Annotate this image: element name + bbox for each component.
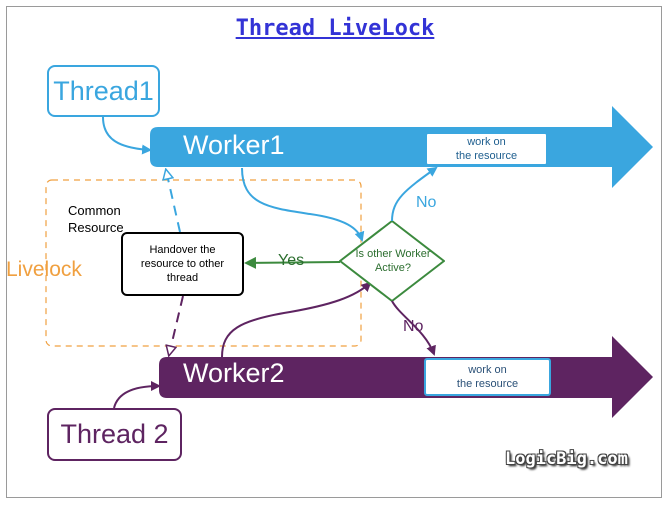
work2-node: work on the resource: [424, 358, 551, 396]
work2-line2: the resource: [456, 378, 519, 390]
handover-line2: resource to other: [140, 258, 225, 270]
worker2-arrow: [159, 336, 653, 418]
worker1-label: Worker1: [183, 130, 285, 160]
work1-node: work on the resource: [425, 132, 548, 166]
worker2-to-decision-connector: [221, 281, 372, 358]
worker1-arrow: [150, 106, 653, 188]
decision-line1: Is other Worker: [355, 248, 431, 260]
work1-line2: the resource: [455, 150, 518, 162]
no-top-connector: [391, 166, 438, 222]
thread2-node: Thread 2: [47, 408, 182, 461]
livelock-label: Livelock: [6, 258, 82, 281]
thread2-to-worker2-connector: [113, 381, 161, 409]
common-resource-line2: Resource: [68, 220, 124, 235]
yes-label: Yes: [278, 252, 305, 269]
common-resource-line1: Common: [68, 203, 121, 218]
decision-label: Is other Worker Active?: [345, 247, 441, 275]
decision-line2: Active?: [374, 262, 412, 274]
no-bottom-label: No: [403, 318, 424, 335]
no-bottom-connector: [391, 300, 436, 356]
handover-line1: Handover the: [149, 244, 216, 256]
work1-line1: work on: [467, 136, 506, 148]
thread1-to-worker1-connector: [102, 116, 152, 155]
diagram-frame: [6, 6, 662, 498]
yes-connector: [244, 256, 341, 269]
handover-to-worker1-connector: [166, 170, 181, 233]
handover-line3: thread: [166, 272, 199, 284]
no-top-label: No: [416, 194, 437, 211]
page-title: Thread LiveLock: [235, 16, 435, 41]
handover-node: Handover the resource to other thread: [121, 232, 244, 296]
worker2-label: Worker2: [183, 358, 285, 388]
logicbig-logo: LogicBig.com: [505, 449, 628, 469]
common-resource-label: Common Resource: [68, 202, 124, 236]
thread1-node: Thread1: [47, 65, 160, 117]
worker1-to-decision-connector: [241, 167, 365, 242]
work2-line1: work on: [468, 364, 507, 376]
